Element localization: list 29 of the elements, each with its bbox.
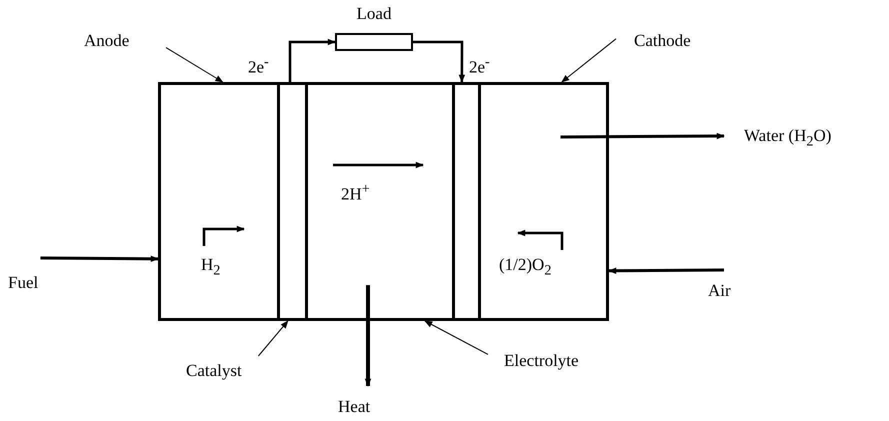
cathode-chamber (478, 82, 609, 321)
flow-arrow (40, 256, 159, 262)
species-label: 2H$^{+}$ (341, 180, 370, 205)
part-label: Anode (84, 30, 154, 52)
species-label: H$_{2}$ (201, 255, 220, 280)
catalyst-layer (452, 82, 481, 321)
circuit-wire (288, 38, 336, 82)
input-label: Fuel (8, 272, 62, 294)
electron-label: 2e$^{-}$ (469, 53, 490, 78)
species-label: (1/2)O$_{2}$ (499, 255, 552, 280)
input-label: Air (708, 280, 748, 302)
flow-arrow (560, 132, 725, 140)
anode-chamber (158, 82, 280, 321)
part-label: Electrolyte (504, 350, 628, 372)
part-label: Catalyst (186, 360, 280, 382)
load-label: Load (356, 4, 392, 24)
circuit-wire (413, 40, 466, 83)
electron-label: 2e$^{-}$ (248, 53, 269, 78)
output-label: Water (H$_{2}$O) (744, 124, 884, 148)
flow-arrow (364, 285, 372, 387)
leader-line (258, 320, 288, 356)
flow-arrow (608, 268, 724, 274)
leader-line (166, 47, 224, 82)
catalyst-layer (277, 82, 308, 321)
electrolyte-chamber (305, 82, 455, 321)
part-label: Cathode (634, 30, 726, 52)
leader-line (424, 320, 488, 355)
leader-line (561, 38, 616, 82)
output-label: Heat (338, 396, 398, 418)
